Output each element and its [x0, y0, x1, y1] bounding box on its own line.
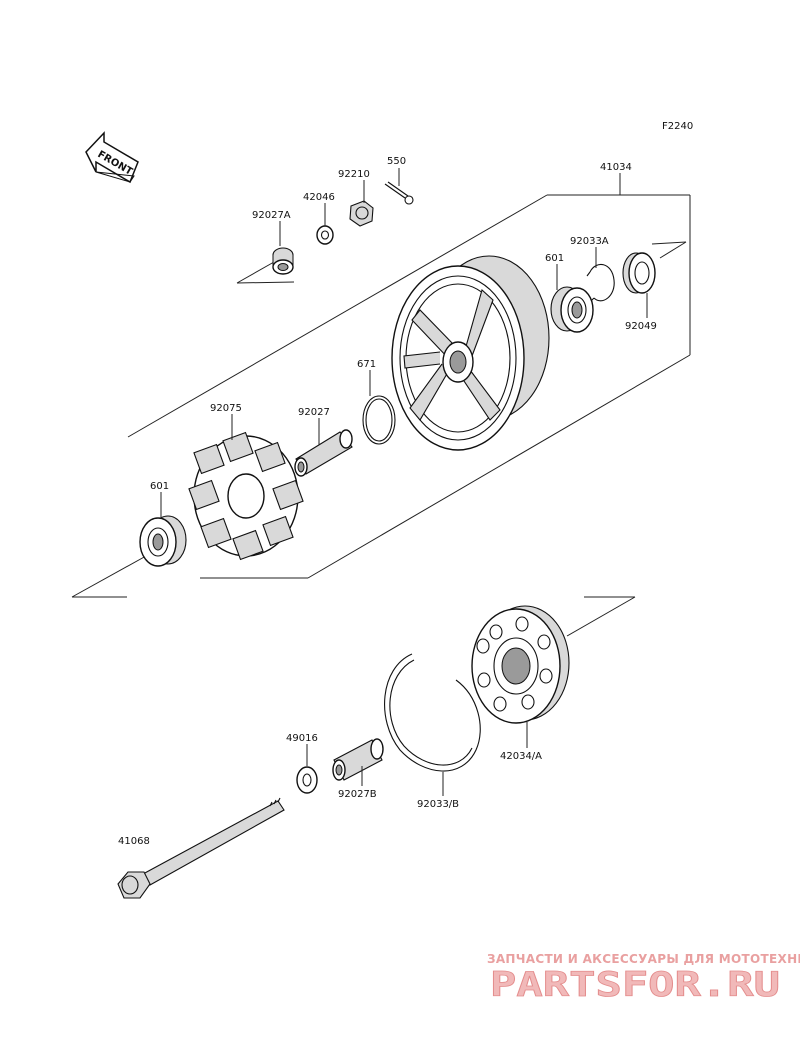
label-49016: 49016: [286, 733, 318, 744]
collar-92027a: [272, 247, 294, 275]
circlip-92033a: [586, 263, 615, 303]
label-92027b: 92027B: [338, 789, 377, 800]
seal-92049: [622, 252, 656, 294]
label-550: 550: [387, 156, 406, 167]
wheel-41034: [391, 255, 550, 451]
collar-92027: [294, 429, 353, 477]
hub-42034a: [471, 605, 570, 724]
washer-49016: [296, 766, 318, 794]
label-601-top: 601: [545, 253, 564, 264]
cotter-pin-550: [384, 181, 414, 205]
label-92033a: 92033A: [570, 236, 609, 247]
o-ring-671: [362, 395, 396, 445]
collar-92027b: [332, 738, 384, 781]
label-601-left: 601: [150, 481, 169, 492]
diagram-code: F2240: [662, 121, 693, 132]
damper-92075: [188, 431, 304, 561]
label-92027: 92027: [298, 407, 330, 418]
label-42046: 42046: [303, 192, 335, 203]
circlip-92033b: [384, 653, 481, 772]
label-42034a: 42034/A: [500, 751, 542, 762]
label-41068: 41068: [118, 836, 150, 847]
axle-41068: [117, 797, 285, 899]
bearing-601-top: [550, 286, 594, 333]
leader-lines: [160, 168, 648, 796]
label-41034: 41034: [600, 162, 632, 173]
nut-92210: [349, 200, 374, 227]
front-arrow-icon: FRONT: [85, 131, 139, 184]
watermark-brand: PARTSFOR.RU: [490, 965, 780, 1005]
washer-42046: [316, 225, 334, 245]
label-671: 671: [357, 359, 376, 370]
bearing-601-left: [139, 515, 187, 567]
label-92075: 92075: [210, 403, 242, 414]
label-92049: 92049: [625, 321, 657, 332]
assembly-outline: [71, 194, 691, 637]
label-92210: 92210: [338, 169, 370, 180]
label-92027a: 92027A: [252, 210, 291, 221]
label-92033b: 92033/B: [417, 799, 459, 810]
watermark-tagline: ЗАПЧАСТИ И АКСЕССУАРЫ ДЛЯ МОТОТЕХНИКИ: [487, 952, 800, 966]
